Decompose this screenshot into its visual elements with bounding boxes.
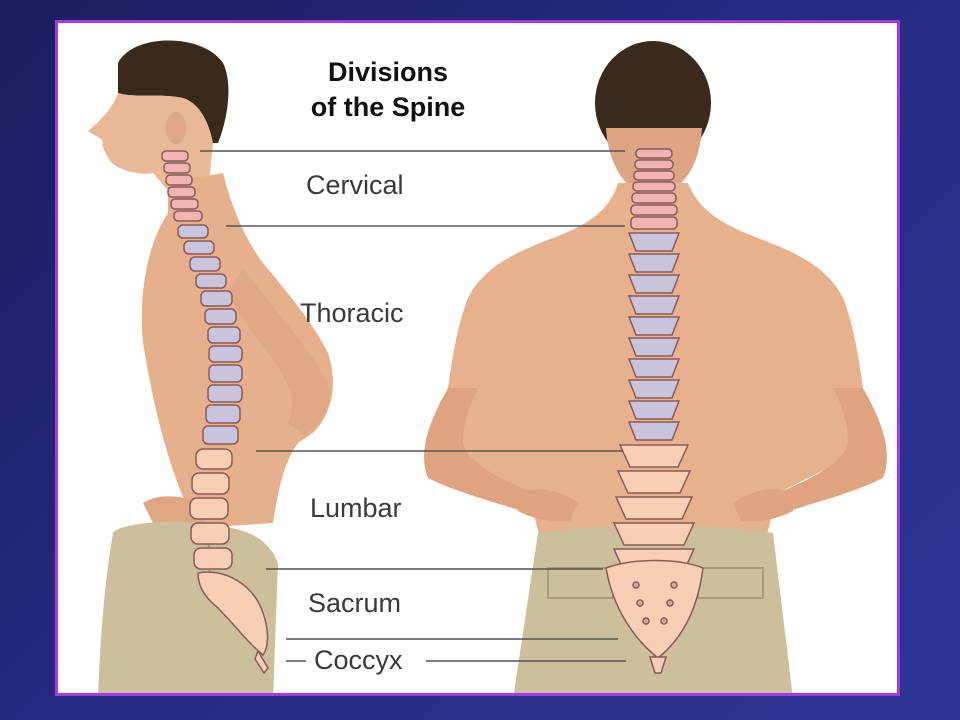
spine-illustration (88, 40, 887, 693)
title-line-2: of the Spine (310, 92, 466, 122)
label-cervical: Cervical (306, 170, 404, 200)
label-lumbar: Lumbar (310, 493, 402, 523)
diagram-title: Divisions of the Spine (268, 55, 508, 125)
figure-panel: Divisions of the Spine Cervical Thoracic… (55, 20, 900, 696)
region-divider-lines (200, 150, 626, 662)
title-line-1: Divisions (327, 57, 449, 87)
label-thoracic: Thoracic (300, 298, 404, 328)
label-sacrum: Sacrum (308, 588, 402, 618)
side-view-spine (161, 150, 269, 675)
label-coccyx: Coccyx (314, 645, 403, 675)
back-view-spine (605, 148, 704, 674)
